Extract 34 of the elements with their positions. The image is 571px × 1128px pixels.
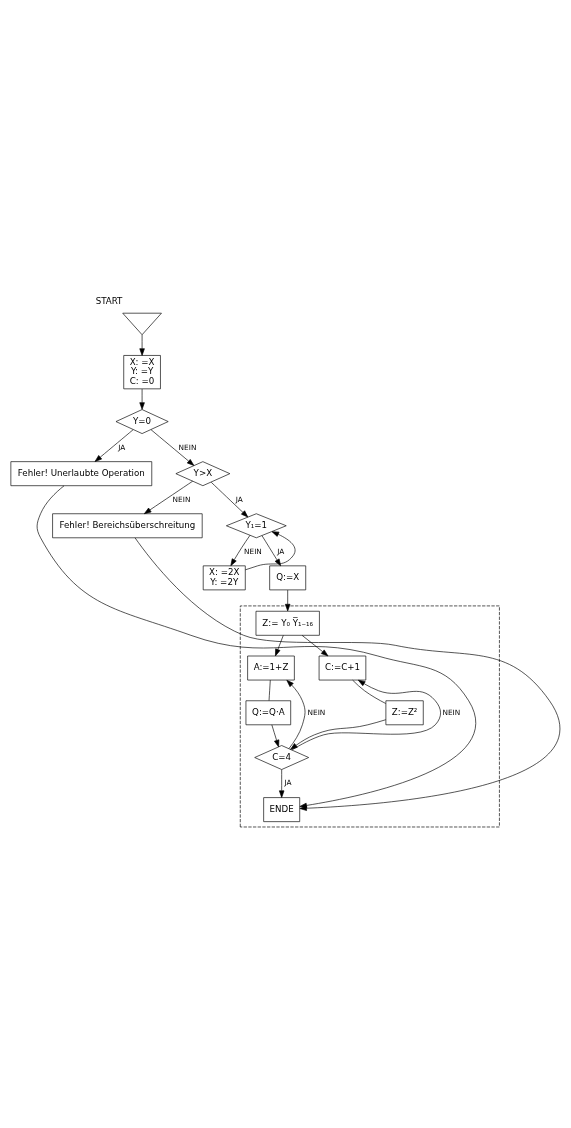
arrow [94, 428, 134, 462]
arrow [271, 724, 280, 747]
arrow [301, 634, 329, 656]
node-box: X: =X Y: =Y C: =0 [123, 354, 161, 389]
node-box: C:=C+1 [318, 655, 367, 680]
node-box: Fehler! Bereichsüberschreitung [52, 512, 203, 538]
node-box: Q:=Q·A [245, 699, 292, 725]
node-box: Q:=X [269, 565, 307, 590]
node-box: ENDE [263, 796, 301, 822]
arrow [286, 679, 306, 749]
node-box: Z:= Y₀ Y̅₁₋₁₆ [255, 610, 320, 636]
arrow [139, 388, 145, 410]
arrow [150, 428, 195, 466]
arrow [134, 537, 560, 811]
arrow [245, 530, 296, 570]
node-box: Fehler! Unerlaubte Operation [10, 460, 153, 486]
arrow [279, 768, 285, 798]
arrow [285, 589, 291, 611]
node-box: A:=1+Z [247, 655, 295, 680]
arrow [290, 718, 387, 750]
arrow [291, 679, 441, 750]
connector [352, 679, 387, 704]
arrow [210, 481, 249, 517]
arrow [275, 634, 284, 656]
node-label: START [95, 295, 123, 306]
arrow [230, 534, 251, 566]
connector [268, 679, 271, 701]
node-diamond: Y=0 [115, 408, 169, 434]
arrow [261, 534, 281, 566]
arrow [36, 485, 476, 808]
arrow [144, 480, 194, 514]
arrow [139, 334, 145, 356]
node-box: X: =2X Y: =2Y [202, 565, 246, 590]
node-box: Z:=Z² [385, 699, 424, 725]
